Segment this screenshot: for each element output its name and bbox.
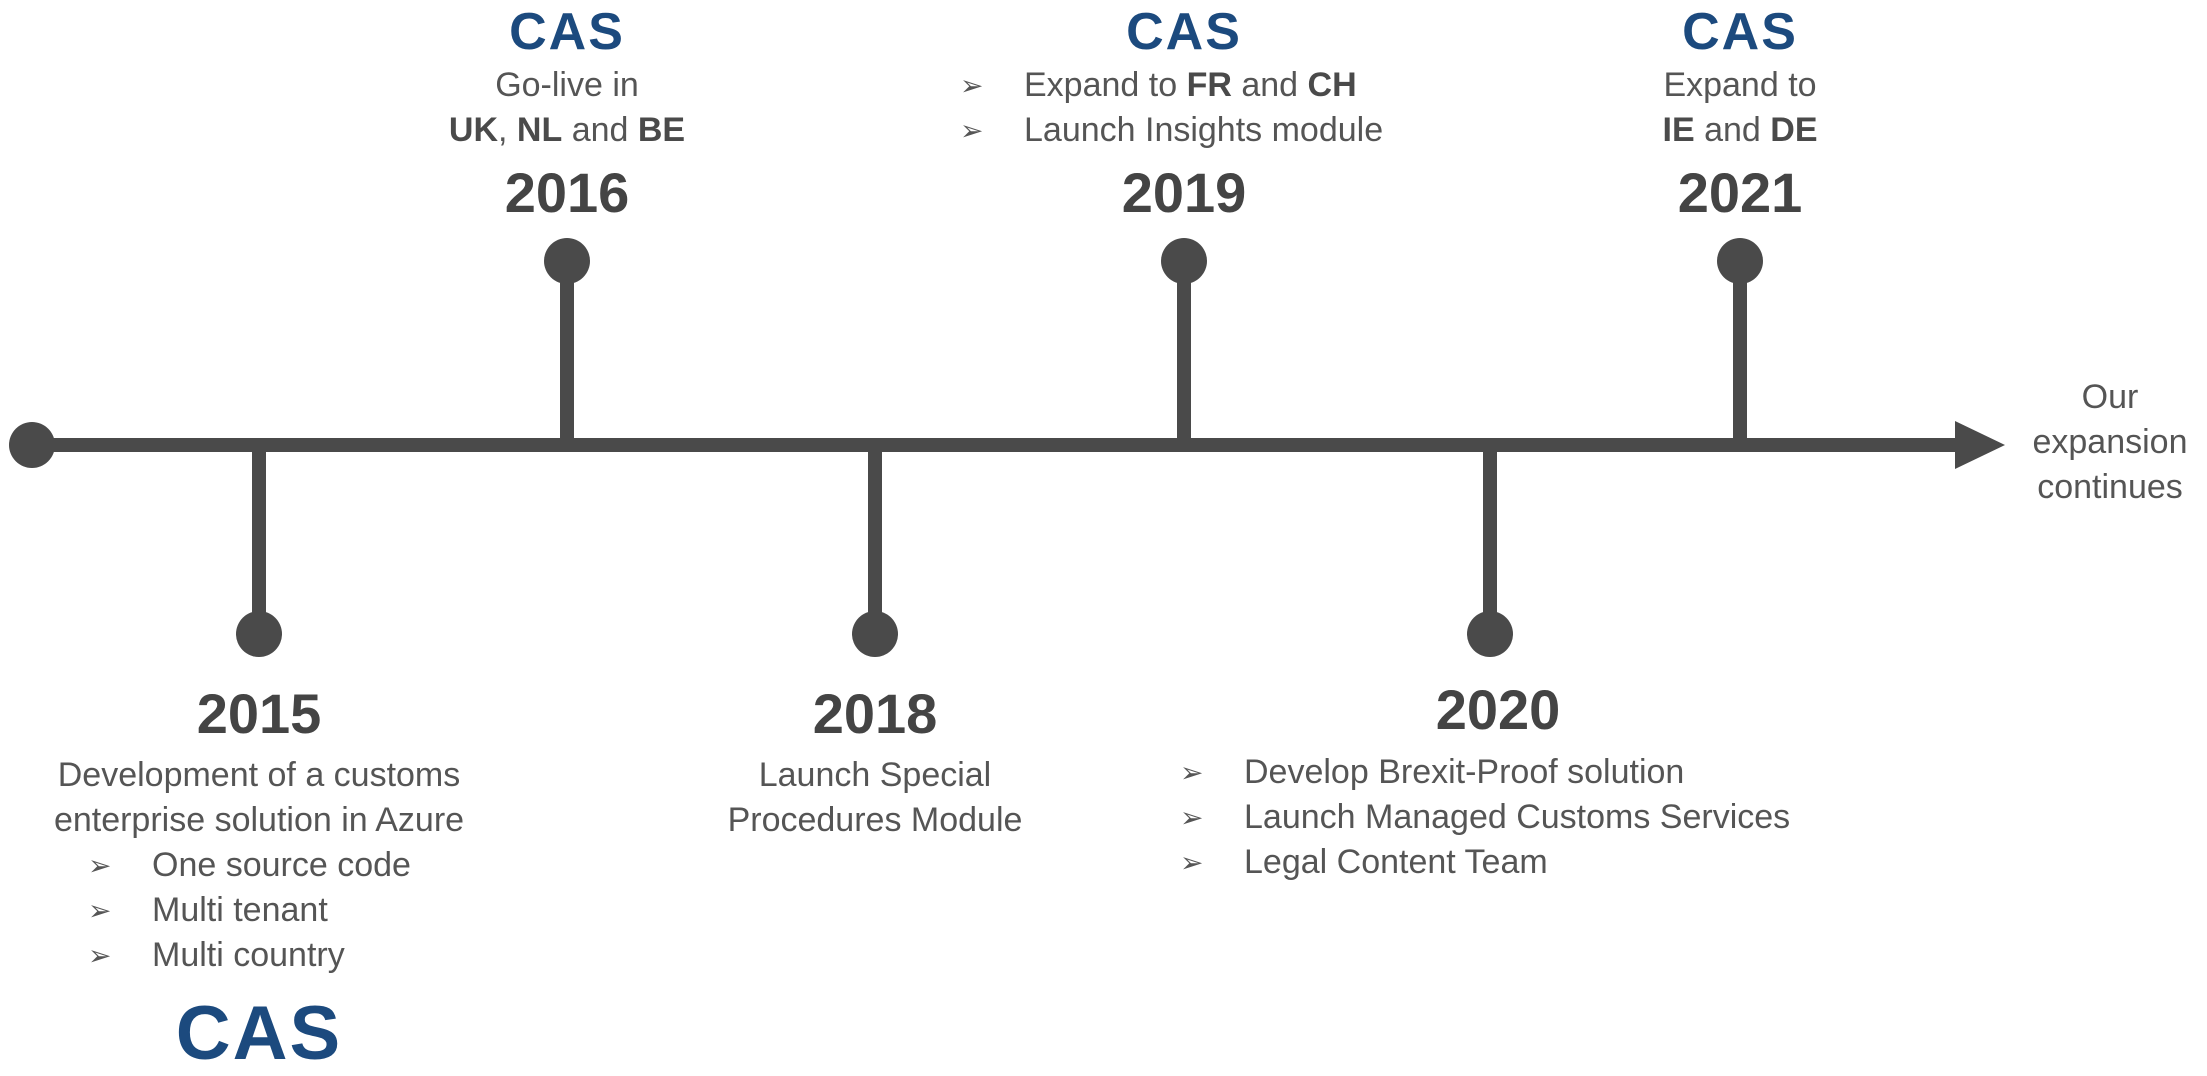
milestone-2016-line2: UK, NL and BE: [448, 111, 686, 149]
milestone-2015-line2: enterprise solution in Azure: [53, 801, 465, 839]
end-label-line: continues: [2037, 468, 2183, 506]
list-item: Legal Content Team: [1180, 840, 1790, 885]
timeline-start-dot: [9, 422, 55, 468]
year-2016: 2016: [504, 161, 630, 224]
timeline-end-label: Our expansion continues: [2020, 375, 2200, 510]
milestone-2021-description: Expand to IE and DE: [1480, 63, 2000, 153]
cas-logo-2016: CAS: [509, 3, 625, 61]
milestone-2018-description: Launch Special Procedures Module: [615, 753, 1135, 843]
year-2020: 2020: [1435, 678, 1561, 741]
list-item: Launch Managed Customs Services: [1180, 795, 1790, 840]
milestone-2015-line1: Development of a customs: [57, 756, 461, 794]
list-item: Expand to FR and CH: [960, 63, 1383, 108]
cas-logo-2021: CAS: [1682, 3, 1798, 61]
cas-logo-2019: CAS: [1126, 3, 1242, 61]
dot-2018: [852, 611, 898, 657]
milestone-2018-line1: Launch Special: [758, 756, 992, 794]
milestone-2021-line1: Expand to: [1663, 66, 1817, 104]
list-item: Multi tenant: [88, 888, 411, 933]
list-item: One source code: [88, 843, 411, 888]
milestone-2016-line1: Go-live in: [495, 66, 639, 104]
timeline-arrowhead: [1955, 421, 2005, 469]
milestone-2020-bullets: Develop Brexit-Proof solution Launch Man…: [1180, 750, 1790, 885]
year-2019: 2019: [1121, 161, 1247, 224]
milestone-2021-line2: IE and DE: [1662, 111, 1818, 149]
end-label-line: expansion: [2032, 423, 2188, 461]
milestone-2016-description: Go-live in UK, NL and BE: [307, 63, 827, 153]
dot-2020: [1467, 611, 1513, 657]
dot-2016: [544, 238, 590, 284]
milestone-2019-bullets: Expand to FR and CH Launch Insights modu…: [960, 63, 1383, 153]
year-2018: 2018: [812, 682, 938, 745]
year-2015: 2015: [196, 682, 322, 745]
list-item: Launch Insights module: [960, 108, 1383, 153]
list-item: Multi country: [88, 933, 411, 978]
dot-2015: [236, 611, 282, 657]
list-item: Develop Brexit-Proof solution: [1180, 750, 1790, 795]
milestone-2015-description: Development of a customs enterprise solu…: [0, 753, 519, 843]
end-label-line: Our: [2081, 378, 2139, 416]
year-2021: 2021: [1677, 161, 1803, 224]
dot-2019: [1161, 238, 1207, 284]
milestone-2015-bullets: One source code Multi tenant Multi count…: [88, 843, 411, 978]
milestone-2018-line2: Procedures Module: [727, 801, 1023, 839]
dot-2021: [1717, 238, 1763, 284]
cas-logo-2015: CAS: [175, 991, 343, 1076]
